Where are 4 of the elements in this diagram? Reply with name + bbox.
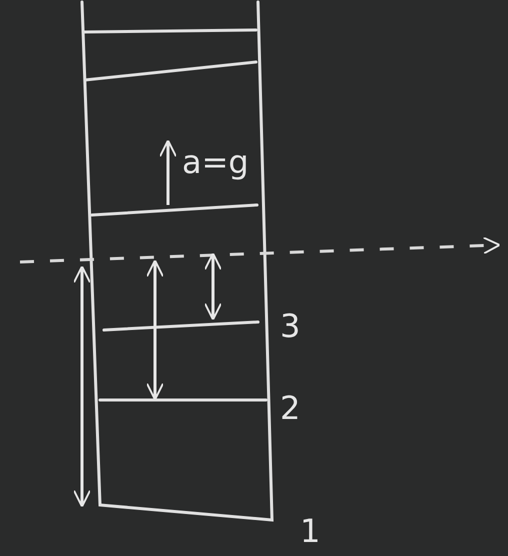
level-number: 2 <box>280 392 300 424</box>
acceleration-label: a=g <box>182 146 249 178</box>
level-number: 1 <box>300 515 320 547</box>
level-number: 3 <box>280 310 300 342</box>
